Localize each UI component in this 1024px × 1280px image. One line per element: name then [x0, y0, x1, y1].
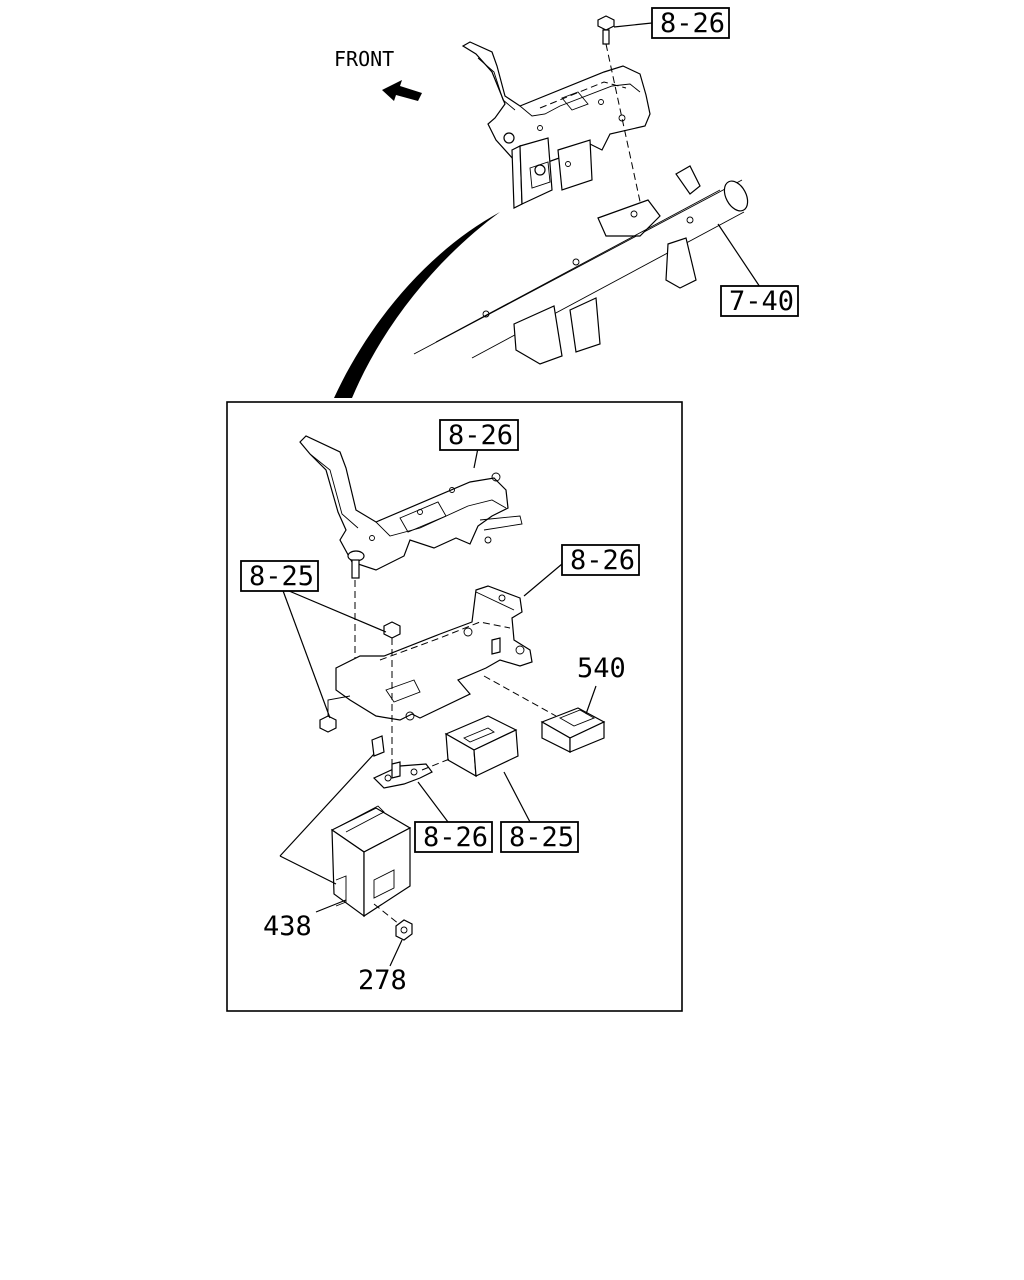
svg-text:540: 540 [577, 653, 626, 684]
callout-detail-lower-bracket: 8-26 [414, 781, 493, 853]
svg-text:438: 438 [263, 911, 312, 942]
callout-detail-fasteners: 8-25 [240, 560, 387, 719]
callout-detail-relay: 8-25 [500, 771, 579, 853]
detail-left-nut [319, 695, 351, 733]
detail-top-nut [383, 621, 401, 772]
detail-upper-bracket [299, 435, 523, 571]
cross-car-beam [413, 165, 749, 365]
detail-pointer-arrow [334, 212, 500, 398]
upper-bracket-overview [461, 41, 651, 209]
callout-nut: 278 [358, 939, 407, 996]
top-bolt [597, 15, 645, 221]
svg-text:8-25: 8-25 [249, 561, 314, 592]
callout-module: 438 [263, 753, 375, 942]
control-module-438 [330, 805, 412, 929]
svg-text:8-26: 8-26 [660, 8, 725, 39]
svg-text:8-26: 8-26 [448, 420, 513, 451]
callout-top-bolt: 8-26 [613, 7, 730, 39]
front-arrow-icon [382, 80, 422, 101]
front-label: FRONT [334, 47, 394, 71]
callout-connector: 540 [577, 653, 626, 715]
svg-text:8-25: 8-25 [509, 822, 574, 853]
detail-lower-bracket [371, 735, 433, 789]
svg-text:278: 278 [358, 965, 407, 996]
detail-middle-bracket [335, 585, 533, 721]
svg-text:8-26: 8-26 [570, 545, 635, 576]
detail-relay [421, 675, 557, 778]
nut-278 [395, 919, 413, 941]
svg-text:8-26: 8-26 [423, 822, 488, 853]
callout-detail-right-bracket: 8-26 [523, 544, 640, 597]
svg-text:7-40: 7-40 [729, 286, 794, 317]
callout-detail-upper-bracket: 8-26 [439, 419, 519, 469]
detail-frame [226, 401, 683, 1012]
connector-540 [540, 707, 606, 753]
front-direction-indicator: FRONT [334, 47, 422, 101]
callout-beam: 7-40 [717, 223, 799, 317]
